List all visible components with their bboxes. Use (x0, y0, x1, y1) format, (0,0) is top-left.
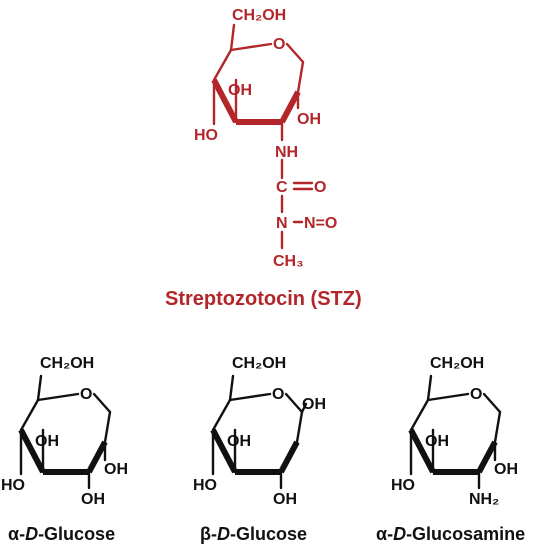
ag-name-prefix: α- (8, 524, 25, 544)
stz-no-label: N=O (304, 215, 337, 232)
bg-bond-c1-c2 (295, 410, 304, 444)
stz-bond-ch2oh (229, 23, 236, 52)
agn-oh-c4-label: OH (425, 433, 449, 450)
agn-bond-c6-o (426, 392, 470, 402)
agn-nh2-label: NH₂ (469, 491, 499, 508)
bg-oh-c1-label: OH (302, 396, 326, 413)
ag-name: α-D-Glucose (8, 524, 115, 544)
bg-ring-o-label: O (272, 386, 284, 403)
stz-bond-c6-ring-o (229, 42, 273, 52)
stz-bond-c4-c5 (211, 78, 239, 124)
agn-name-suffix: -Glucosamine (406, 524, 525, 544)
ag-bond-o-c1 (92, 392, 112, 414)
bg-bond-oh-c1 (300, 402, 308, 414)
ag-ring-o-label: O (80, 386, 92, 403)
bg-bond-c2-c3 (278, 440, 300, 474)
bg-name-prefix: β- (200, 524, 217, 544)
stz-carbonyl-o-label: O (314, 179, 326, 196)
ag-name-italic: D (25, 524, 38, 544)
bg-name-suffix: -Glucose (230, 524, 307, 544)
stz-bond-c1-c2 (296, 60, 305, 94)
agn-name: α-D-Glucosamine (376, 524, 525, 544)
bg-bond-ch2oh (228, 374, 235, 402)
ag-name-suffix: -Glucose (38, 524, 115, 544)
bg-oh-c4-label: OH (227, 433, 251, 450)
stz-bond-ring-o-c1 (285, 42, 305, 64)
ag-bond-c6-o (36, 392, 80, 402)
ag-oh-c4-label: OH (35, 433, 59, 450)
agn-bond-c2-c3 (476, 440, 498, 474)
agn-bond-ch2oh (426, 374, 433, 402)
ag-ch2oh-label: CH₂OH (40, 355, 94, 372)
alpha-glucosamine-structure: CH₂OH O OH HO OH NH₂ α-D-Glucosamine (376, 355, 525, 544)
ag-bond-c1-c2 (103, 410, 112, 444)
stz-name: Streptozotocin (STZ) (165, 288, 362, 310)
stz-ch3-label: CH₃ (273, 253, 304, 270)
alpha-glucose-structure: CH₂OH O OH HO OH OH α-D-Glucose (1, 355, 128, 544)
agn-bond-c1-c2 (493, 410, 502, 444)
agn-name-italic: D (393, 524, 406, 544)
agn-ring-o-label: O (470, 386, 482, 403)
stz-n-label: N (276, 215, 288, 232)
agn-oh-c3-label: HO (391, 477, 415, 494)
agn-bond-c5-c6 (409, 398, 430, 432)
stz-c-label: C (276, 179, 288, 196)
bg-ch2oh-label: CH₂OH (232, 355, 286, 372)
ag-oh-c3-label: HO (1, 477, 25, 494)
ag-bond-c2-c3 (86, 440, 108, 474)
stz-oh-c3-label: HO (194, 127, 218, 144)
stz-oh-c4-label: OH (228, 82, 252, 99)
stz-oh-c1-label: OH (297, 111, 321, 128)
ag-bond-ch2oh (36, 374, 43, 402)
ag-bond-c5-c6 (19, 398, 40, 432)
bg-bond-c6-o (228, 392, 272, 402)
bg-bond-o-c1 (284, 392, 304, 414)
ag-oh-c1-label: OH (104, 461, 128, 478)
bg-name: β-D-Glucose (200, 524, 307, 544)
bg-bond-c5-c6 (211, 398, 232, 432)
agn-oh-c1-label: OH (494, 461, 518, 478)
bg-oh-c2-label: OH (273, 491, 297, 508)
bg-oh-c3-label: HO (193, 477, 217, 494)
bg-name-italic: D (217, 524, 230, 544)
agn-name-prefix: α- (376, 524, 393, 544)
bg-bond-c4-c5 (210, 428, 238, 474)
stz-structure: CH₂OH O OH HO OH NH C O N N=O CH₃ Strept… (165, 7, 362, 310)
stz-bond-c5-c6 (212, 48, 233, 82)
ag-bond-c4-c5 (18, 428, 46, 474)
beta-glucose-structure: CH₂OH O OH HO OH OH β-D-Glucose (193, 355, 326, 544)
stz-ring-o-label: O (273, 36, 285, 53)
agn-bond-o-c1 (482, 392, 502, 414)
ag-oh-c2-label: OH (81, 491, 105, 508)
stz-ch2oh-label: CH₂OH (232, 7, 286, 24)
stz-nh-label: NH (275, 144, 298, 161)
agn-ch2oh-label: CH₂OH (430, 355, 484, 372)
stz-bond-c2-c3 (279, 90, 301, 124)
agn-bond-c4-c5 (408, 428, 436, 474)
